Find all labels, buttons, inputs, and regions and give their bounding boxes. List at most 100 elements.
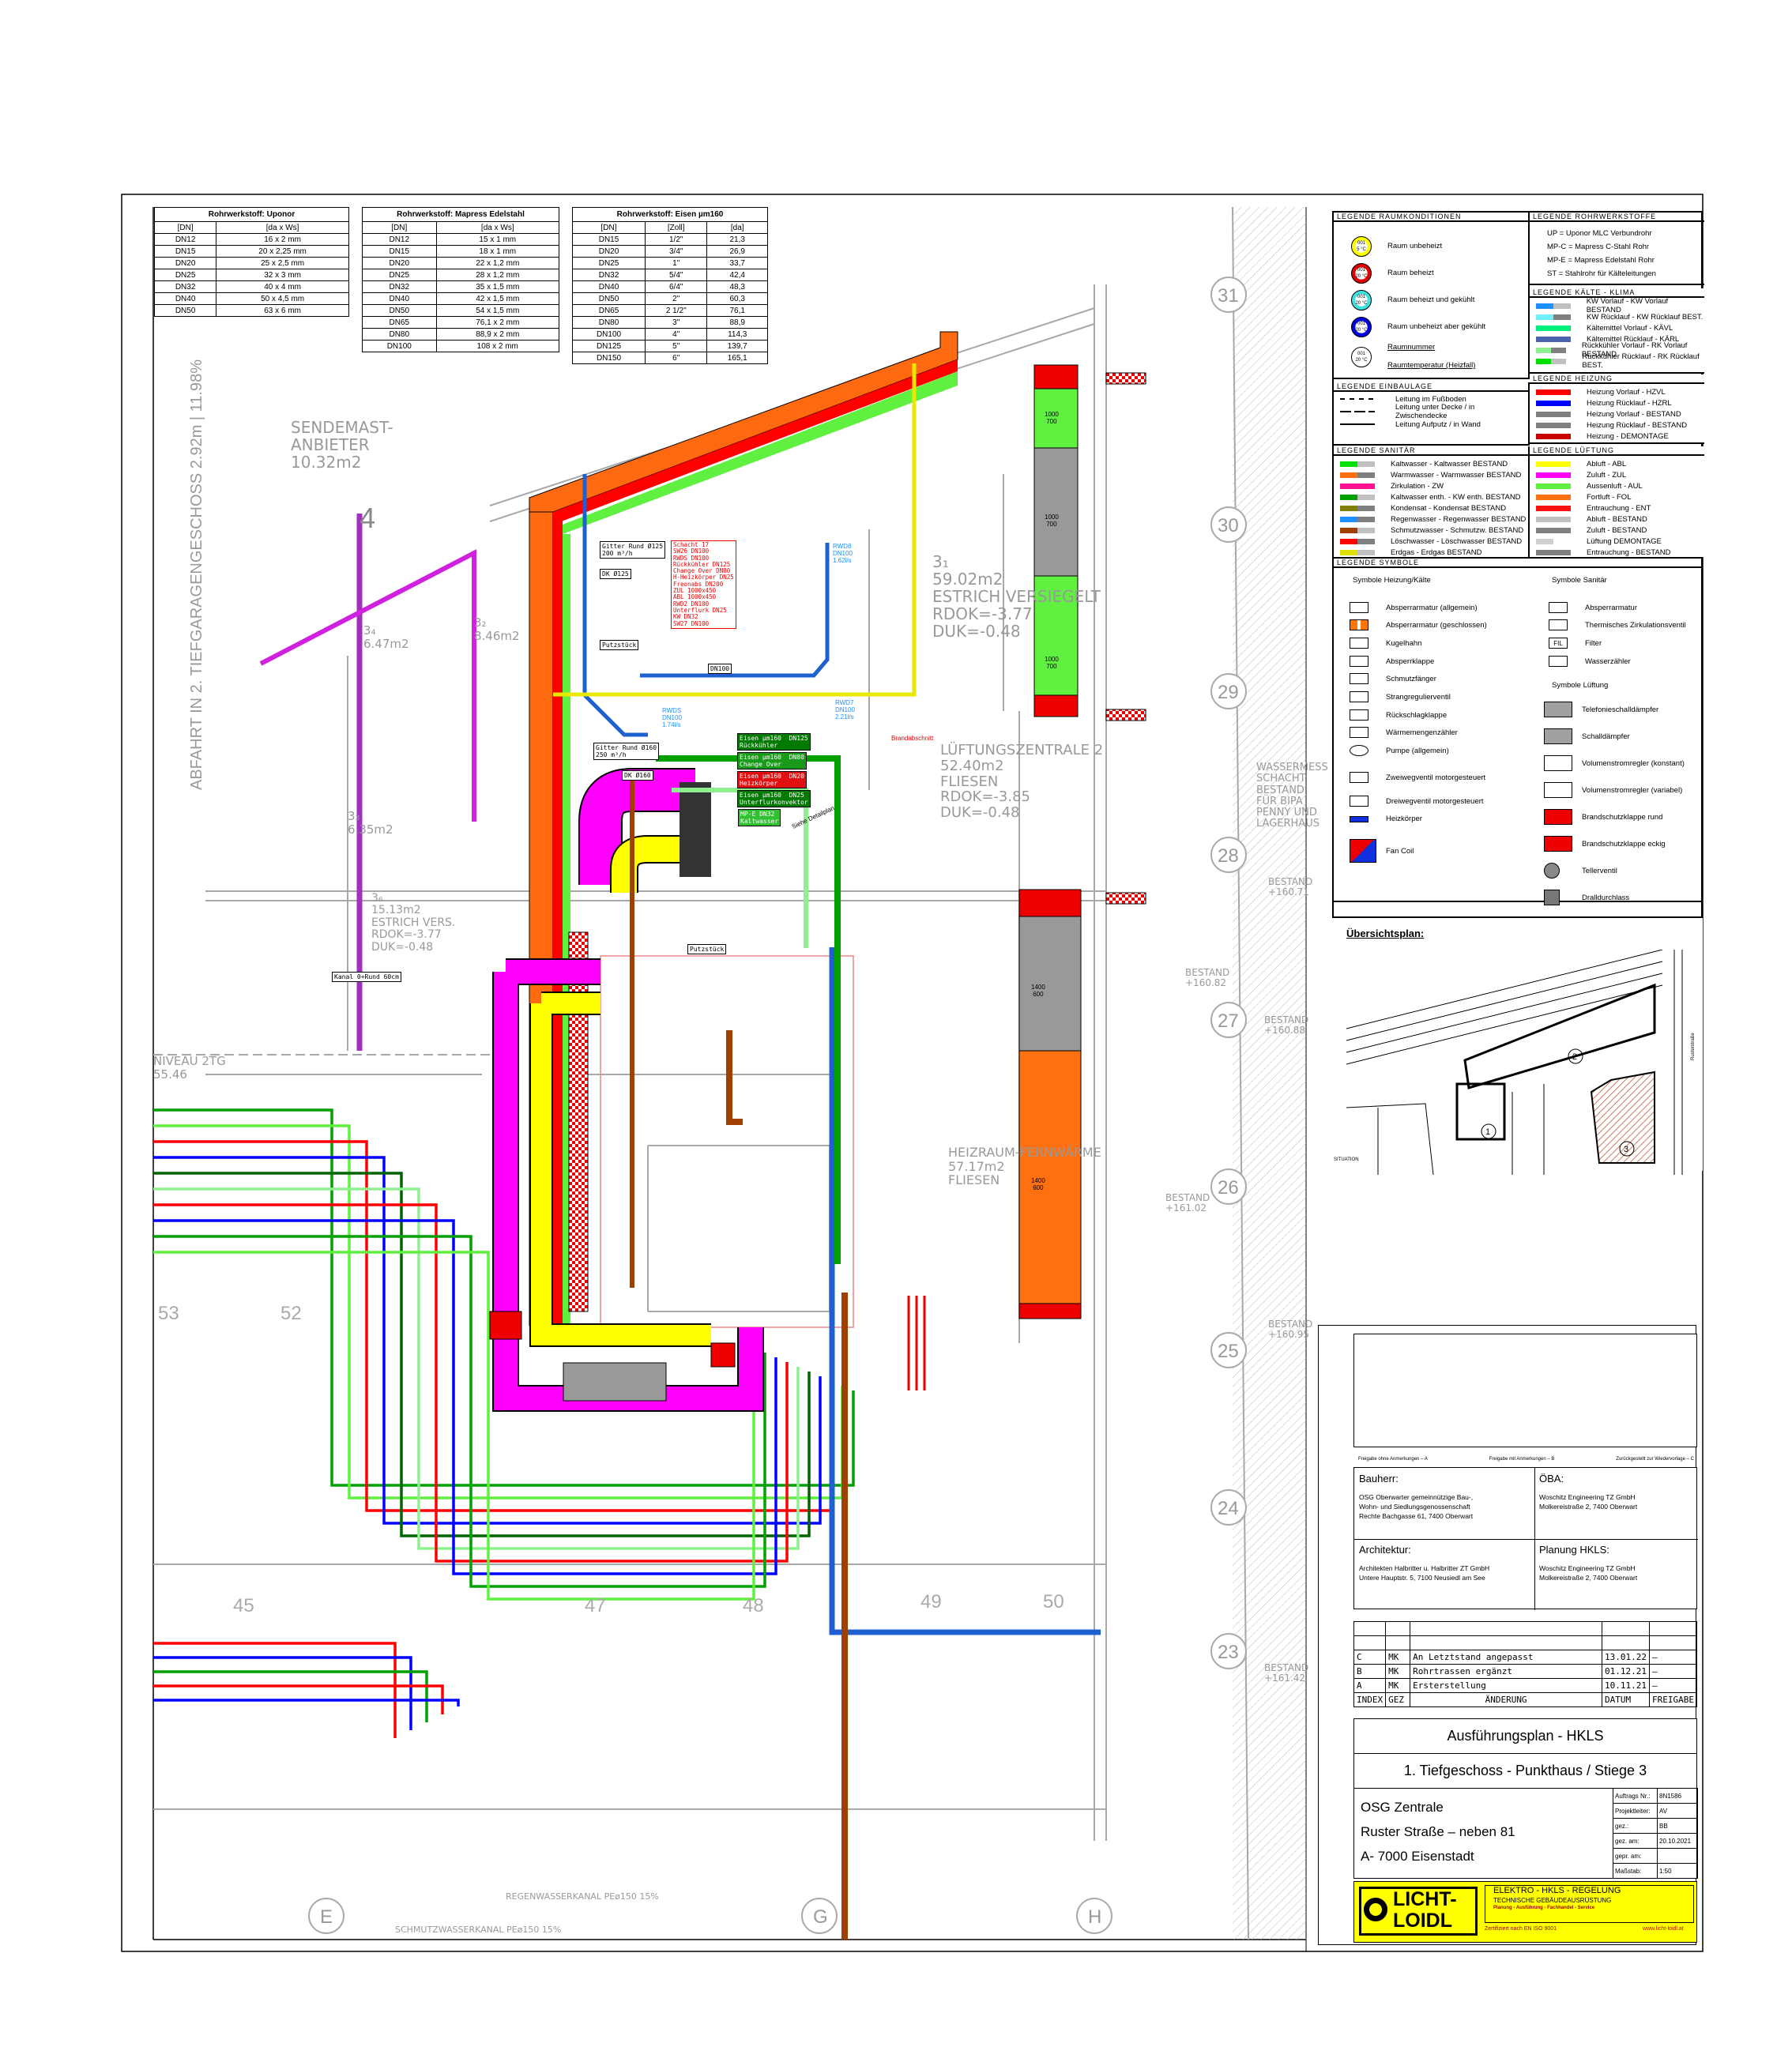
table-cell: 114,3: [706, 328, 768, 341]
symbol-label: Schalldämpfer: [1582, 732, 1630, 741]
legend-label: Abluft - BESTAND: [1587, 514, 1647, 524]
grid-letter: G: [813, 1906, 828, 1928]
axis-number: 27: [1218, 1010, 1239, 1032]
legend-item: KW Rücklauf - KW Rücklauf BEST.: [1530, 311, 1704, 322]
symbol-item: Brandschutzklappe rund: [1544, 809, 1662, 825]
table-cell: DN20: [153, 257, 217, 269]
axis-marker: [1210, 506, 1247, 543]
legend-item: Heizung Vorlauf - HZVL: [1530, 386, 1704, 397]
legend-label: Heizung Rücklauf - BESTAND: [1587, 420, 1688, 430]
table-cell: DN65: [571, 304, 646, 317]
symbol-label: Absperrarmatur (geschlossen): [1386, 620, 1487, 630]
bay-number: 49: [920, 1591, 942, 1612]
legend-title: LEGENDE ROHRWERKSTOFFE: [1530, 213, 1704, 222]
table-title: Rohrwerkstoff: Uponor: [154, 207, 349, 222]
symbol-group-title: Symbole Lüftung: [1552, 681, 1609, 690]
revision-cell: [1353, 1635, 1387, 1650]
table-cell: 3/4": [645, 245, 708, 258]
room-temp: 5 °C: [1357, 247, 1366, 252]
symbol-item: Zweiwegventil motorgesteuert: [1350, 772, 1485, 783]
room-label: REGENWASSERKANAL PEø150 15%: [506, 1891, 659, 1902]
table-cell: 35 x 1,5 mm: [435, 280, 560, 293]
shaft-entry: ZUL 1000x450: [673, 587, 717, 595]
color-swatch: [1340, 505, 1375, 511]
legend-item: Kondensat - Kondensat BESTAND: [1334, 502, 1528, 514]
info-value: 8N1586: [1657, 1788, 1698, 1804]
shaft-entry: Schacht 17: [673, 541, 710, 548]
info-row: gez. am:20.10.2021: [1613, 1833, 1698, 1849]
pipe-run: [153, 1642, 397, 1738]
legend-title: LEGENDE SANITÄR: [1334, 446, 1528, 456]
symbol-item: Wasserzähler: [1549, 656, 1631, 667]
revision-header: DATUM: [1602, 1692, 1651, 1707]
legend-label: Schmutzwasser - Schmutzw. BESTAND: [1391, 525, 1524, 535]
shaft-entry: Change Over DN80: [673, 567, 731, 575]
callout-tag: Putzstück: [600, 640, 639, 650]
table-title: Rohrwerkstoff: Eisen µm160: [572, 207, 768, 222]
legend-item: Löschwasser - Löschwasser BESTAND: [1334, 536, 1528, 547]
legend-item: Warmwasser - Warmwasser BESTAND: [1334, 469, 1528, 480]
room-label: LÜFTUNGSZENTRALE 2 52.40m2 FLIESEN RDOK=…: [940, 742, 1104, 822]
check-valve-icon: [1350, 709, 1368, 721]
duct-size-label: 1400 600: [1031, 984, 1045, 998]
axis-marker: [1210, 1168, 1247, 1205]
table-cell: 4": [645, 328, 708, 341]
overview-label-1: 1: [1485, 1127, 1490, 1137]
symbol-label: Absperrklappe: [1386, 657, 1435, 666]
symbol-label: Telefonieschalldämpfer: [1582, 705, 1659, 714]
legend-title: LEGENDE LÜFTUNG: [1530, 446, 1704, 456]
legend-title: LEGENDE RAUMKONDITIONEN: [1334, 213, 1528, 222]
table-cell: DN50: [571, 292, 646, 305]
info-value: AV: [1657, 1803, 1698, 1819]
table-cell: 2 1/2": [645, 304, 708, 317]
color-swatch: [1536, 411, 1571, 417]
three-way-valve-icon: [1350, 796, 1368, 807]
symbol-item: Absperrarmatur (allgemein): [1350, 602, 1478, 613]
legend-label: Heizung Rücklauf - HZRL: [1587, 398, 1672, 408]
legend-label: Abluft - ABL: [1587, 459, 1627, 468]
table-cell: DN25: [153, 269, 217, 281]
legend-label: Aussenluft - AUL: [1587, 481, 1643, 491]
revision-cell: –: [1649, 1664, 1697, 1679]
color-swatch: [1536, 494, 1571, 500]
color-swatch: [1536, 527, 1571, 533]
legend-label: Kaltwasser - Kaltwasser BESTAND: [1391, 459, 1508, 468]
company-website-link[interactable]: www.licht-loidl.at: [1643, 1926, 1684, 1932]
table-cell: DN80: [362, 328, 437, 341]
color-swatch: [1536, 422, 1571, 428]
color-swatch: [1536, 538, 1571, 544]
valve-closed-icon: [1350, 619, 1368, 630]
legend-label: Raumnummer: [1387, 343, 1436, 352]
color-swatch: [1536, 314, 1571, 320]
axis-marker: [1210, 1489, 1247, 1526]
vav-constant-icon: [1544, 755, 1572, 771]
symbol-label: Volumenstromregler (konstant): [1582, 758, 1685, 768]
table-cell: 42,4: [706, 269, 768, 281]
color-swatch: [1536, 516, 1571, 522]
pump-icon: [1350, 745, 1368, 756]
revision-cell: 10.11.21: [1602, 1678, 1651, 1693]
color-swatch: [1536, 472, 1571, 478]
table-cell: DN32: [153, 280, 217, 293]
bay-number: 53: [158, 1303, 179, 1324]
sheet-frame: [121, 194, 1704, 1952]
project-address-line: A- 7000 Eisenstadt: [1361, 1849, 1474, 1864]
room-label: HEIZRAUM-FERNWÄRME 57.17m2 FLIESEN: [948, 1145, 1101, 1188]
legend-item: Erdgas - Erdgas BESTAND: [1334, 547, 1528, 558]
